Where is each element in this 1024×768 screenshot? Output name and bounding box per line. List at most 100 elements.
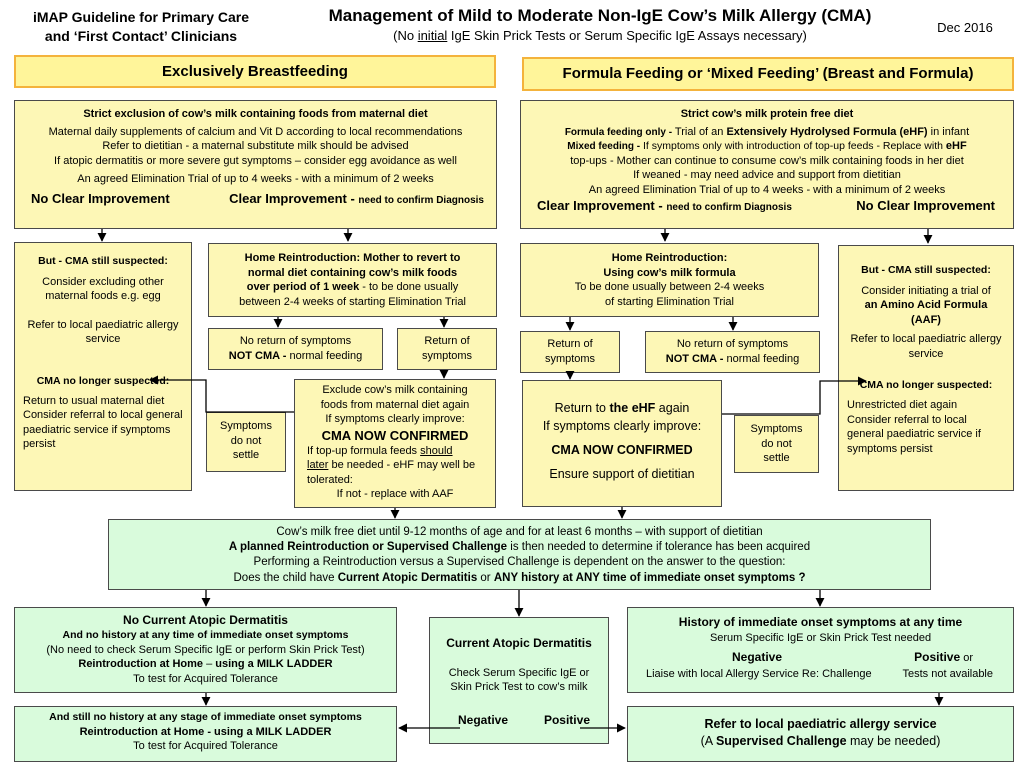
bf-exclude-line3: If symptoms clearly improve:: [325, 413, 465, 426]
ff-return-ehf-box: Return to the eHF again If symptoms clea…: [522, 380, 722, 507]
refer-line1: Refer to local paediatric allergy servic…: [704, 717, 937, 731]
ff-formula-only-label: Formula feeding only -: [564, 126, 673, 138]
ff-no-clear-improvement: No Clear Improvement: [856, 198, 995, 214]
middle-current-ad: Current Atopic Dermatitis: [337, 571, 478, 584]
current-ad-title: Current Atopic Dermatitis: [446, 636, 592, 650]
bf-not-suspected-title: CMA no longer suspected:: [36, 374, 170, 387]
bf-suspected-line2: Refer to local paediatric allergy servic…: [27, 318, 179, 346]
refer-close: may be needed): [846, 733, 941, 748]
ff-ehf-text: Extensively Hydrolysed Formula (eHF): [726, 125, 928, 138]
bf-exclusion-box: Strict exclusion of cow’s milk containin…: [14, 100, 497, 229]
bf-exclusion-line4: An agreed Elimination Trial of up to 4 w…: [77, 173, 434, 186]
bf-home-line1: Home Reintroduction: Mother to revert to: [244, 252, 461, 264]
middle-or: or: [477, 571, 494, 584]
bf-ehf-tolerated: be needed - eHF may well be: [328, 459, 476, 472]
history-title: History of immediate onset symptoms at a…: [678, 615, 963, 629]
bf-exclusion-line2: Refer to dietitian - a maternal substitu…: [102, 140, 409, 153]
bf-home-usually: - to be done usually: [359, 281, 459, 294]
history-positive: Positive: [914, 650, 961, 665]
still-no-line3: To test for Acquired Tolerance: [133, 740, 278, 753]
ff-home-line1: Home Reintroduction:: [611, 252, 728, 264]
still-no-line2: Reintroduction at Home - using a MILK LA…: [79, 725, 332, 738]
ff-return-line1: Return of: [547, 338, 593, 350]
ff-clear-note: need to confirm Diagnosis: [666, 202, 792, 214]
history-or: or: [960, 652, 973, 665]
ff-no-return-box: No return of symptoms NOT CMA - normal f…: [645, 331, 820, 373]
middle-line3: Performing a Reintroduction versus a Sup…: [253, 556, 786, 569]
history-negative: Negative: [732, 650, 783, 665]
ff-suspected-line1: Consider initiating a trial of: [861, 284, 991, 297]
bf-exclude-again-box: Exclude cow’s milk containing foods from…: [294, 379, 496, 508]
bf-should: should: [420, 444, 453, 457]
guideline-line2: and ‘First Contact’ Clinicians: [44, 27, 238, 44]
bf-not-suspected-line1: Return to usual maternal diet: [23, 394, 165, 407]
no-ad-milk-ladder: using a MILK LADDER: [215, 658, 333, 671]
page-title-block: Management of Mild to Moderate Non-IgE C…: [280, 6, 920, 43]
bf-return-line2: symptoms: [421, 349, 473, 362]
bf-later: later: [307, 459, 329, 472]
bf-not-settle-line3: settle: [232, 449, 260, 462]
history-actions: Liaise with local Allergy Service Re: Ch…: [632, 666, 1009, 682]
ff-no-return-line2: NOT CMA - normal feeding: [650, 352, 815, 367]
section-header-formula: Formula Feeding or ‘Mixed Feeding’ (Brea…: [522, 57, 1014, 91]
history-line3: Tests not available: [902, 668, 994, 681]
ff-not-settle-line3: settle: [763, 452, 790, 465]
still-no-history-box: And still no history at any stage of imm…: [14, 706, 397, 762]
bf-clear-label: Clear Improvement -: [229, 190, 359, 206]
bf-suspected-title: But - CMA still suspected:: [38, 255, 168, 267]
middle-planned: A planned Reintroduction or Supervised C…: [228, 541, 508, 554]
subtitle-pre: (No: [393, 28, 418, 43]
history-line2: Liaise with local Allergy Service Re: Ch…: [646, 668, 872, 681]
no-ad-line1: And no history at any time of immediate …: [62, 628, 349, 641]
ff-strict-line4: If weaned - may need advice and support …: [633, 169, 901, 182]
bf-return-line1: Return of: [424, 335, 470, 347]
ff-strict-line3: top-ups - Mother can continue to consume…: [570, 154, 964, 167]
guideline-label: iMAP Guideline for Primary Care and ‘Fir…: [10, 8, 272, 46]
bf-exclude-line1: Exclude cow’s milk containing: [322, 384, 468, 396]
ff-home-reintroduction-box: Home Reintroduction: Using cow’s milk fo…: [520, 243, 819, 317]
ff-home-line4: of starting Elimination Trial: [605, 295, 734, 308]
ff-the-ehf: the eHF: [609, 401, 656, 415]
ff-symptoms-not-settle-box: Symptoms do not settle: [734, 415, 819, 473]
ff-suspected-line4: Refer to local paediatric allergy servic…: [850, 333, 1002, 360]
milk-free-diet-box: Cow’s milk free diet until 9-12 months o…: [108, 519, 931, 590]
ff-not-settle-line2: do not: [761, 437, 792, 450]
bf-exclude-line5: If top-up formula feeds should: [299, 444, 491, 459]
bf-no-clear-improvement: No Clear Improvement: [31, 190, 170, 206]
ff-mixed-text: If symptoms only with introduction of to…: [640, 140, 946, 153]
arrow-ff-not-settle: [722, 376, 867, 415]
subtitle-underlined: initial: [417, 28, 448, 43]
history-positive-group: Positive or: [914, 650, 973, 666]
bf-suspected-line1: Consider excluding other maternal foods …: [42, 275, 164, 303]
ff-clear-improvement: Clear Improvement - need to confirm Diag…: [537, 197, 792, 215]
bf-exclusion-line3: If atopic dermatitis or more severe gut …: [54, 154, 457, 167]
history-line1: Serum Specific IgE or Skin Prick Test ne…: [709, 631, 932, 644]
ff-again: again: [655, 401, 690, 415]
no-ad-line2: (No need to check Serum Specific IgE or …: [46, 643, 365, 656]
bf-not-settle-line1: Symptoms: [220, 420, 272, 432]
ff-not-suspected-title: CMA no longer suspected:: [859, 379, 993, 392]
middle-qmark: ?: [795, 571, 806, 584]
ff-clear-label: Clear Improvement -: [537, 198, 667, 214]
history-results: Negative Positive or: [632, 645, 1009, 666]
ff-not-cma: NOT CMA -: [665, 352, 727, 365]
bf-exclude-line7: tolerated:: [307, 473, 353, 486]
date-label: Dec 2016: [937, 20, 993, 35]
bf-home-one-week: over period of 1 week: [246, 281, 360, 294]
ff-in-infant: in infant: [927, 125, 970, 138]
current-ad-line1: Check Serum Specific IgE or: [448, 666, 590, 679]
no-ad-line4: To test for Acquired Tolerance: [133, 672, 278, 685]
ff-strict-line1: Formula feeding only - Trial of an Exten…: [525, 125, 1009, 140]
ff-suspected-title: But - CMA still suspected:: [861, 264, 991, 276]
bf-clear-note: need to confirm Diagnosis: [358, 194, 484, 206]
middle-line4: Does the child have Current Atopic Derma…: [113, 571, 926, 586]
subtitle-post: IgE Skin Prick Tests or Serum Specific I…: [447, 28, 807, 43]
ff-home-line3: To be done usually between 2-4 weeks: [574, 281, 765, 294]
ff-trial-text: Trial of an: [672, 125, 727, 138]
refer-allergy-service-box: Refer to local paediatric allergy servic…: [627, 706, 1014, 762]
arrow-bf-not-settle: [149, 375, 294, 413]
current-ad-negative: Negative: [458, 712, 509, 727]
bf-still-suspected-box: But - CMA still suspected: Consider excl…: [14, 242, 192, 491]
bf-no-return-box: No return of symptoms NOT CMA - normal f…: [208, 328, 383, 370]
current-ad-positive: Positive: [543, 712, 590, 727]
